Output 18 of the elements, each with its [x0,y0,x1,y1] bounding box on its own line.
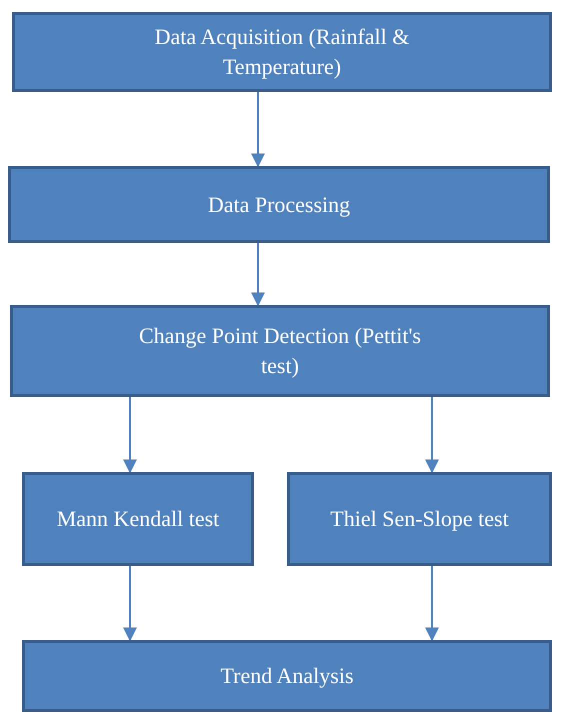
arrow [425,566,439,642]
process-box [22,640,552,712]
process-box [22,472,254,566]
box-label: Data Processing [208,190,350,219]
process-box [287,472,552,566]
box-label: Trend Analysis [220,662,354,690]
arrow [251,243,265,306]
process-box [12,12,552,92]
arrow [251,92,265,168]
arrow [425,397,439,474]
arrow [123,566,137,642]
arrow [123,397,137,474]
box-label: Mann Kendall test [56,505,220,533]
process-box [8,166,550,243]
box-label: Change Point Detection (Pettit's test) [138,322,422,380]
box-label: Thiel Sen-Slope test [330,505,509,533]
box-label: Data Acquisition (Rainfall & Temperature) [154,23,410,81]
process-box [10,305,550,397]
